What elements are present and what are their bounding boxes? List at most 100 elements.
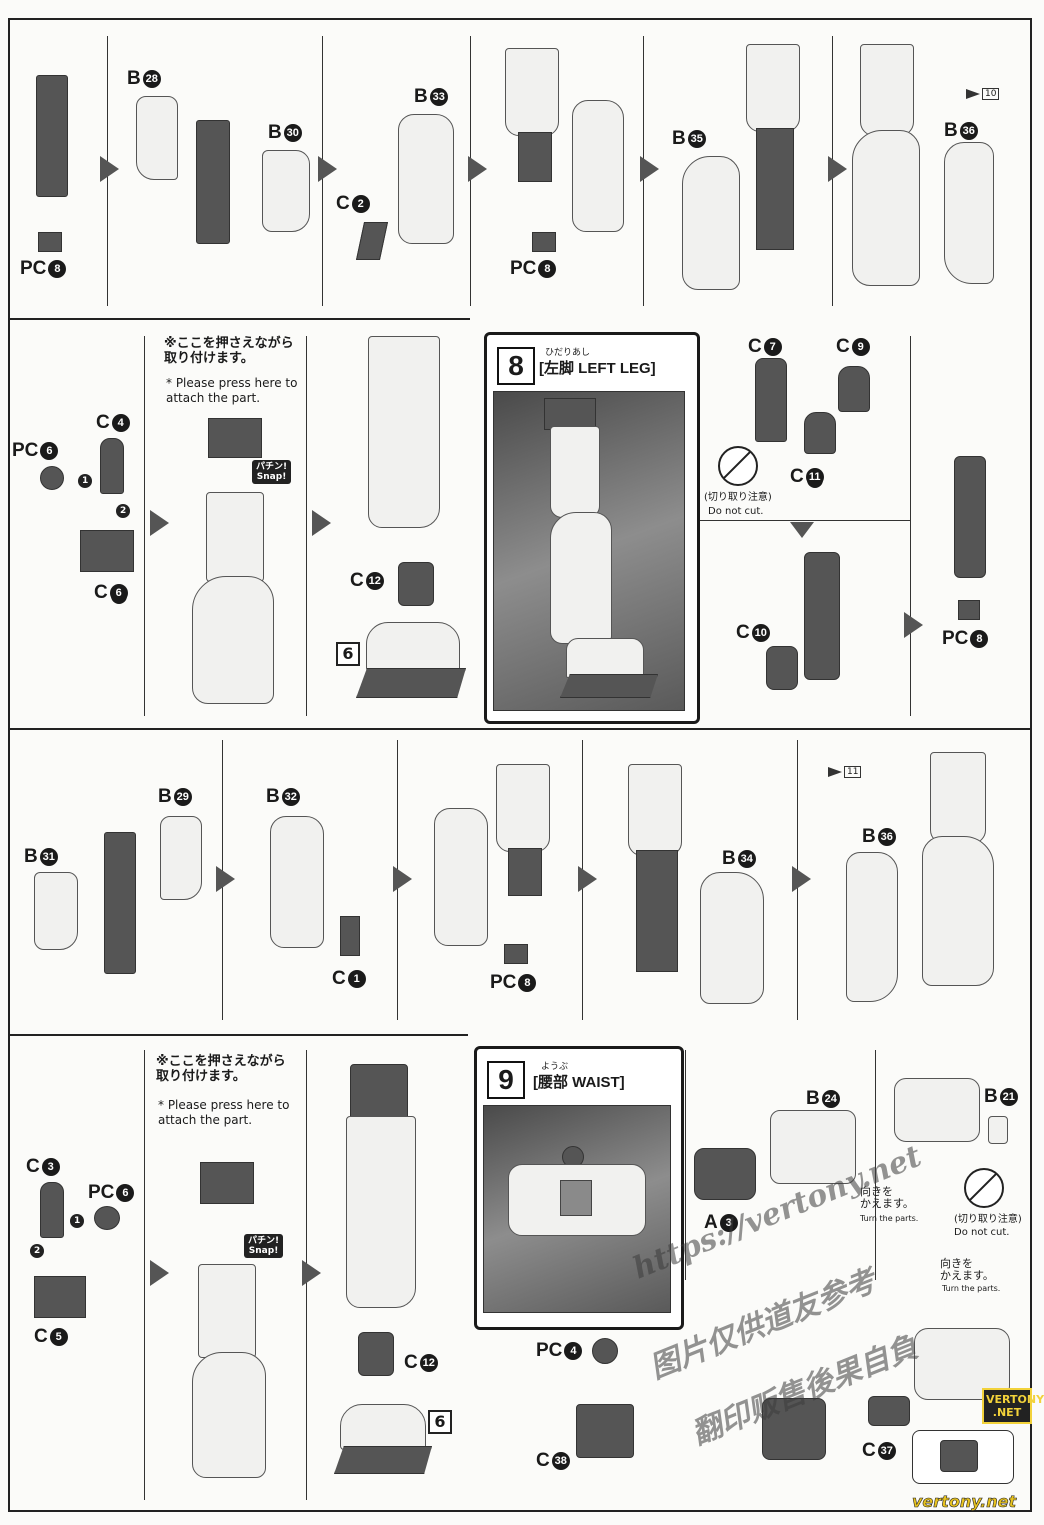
step-arrow-icon <box>216 866 235 892</box>
step-arrow-icon <box>150 1260 169 1286</box>
step-9-panel: 9 ようぶ [腰部 WAIST] <box>474 1046 684 1330</box>
no-cut-icon <box>718 446 758 486</box>
waist-side-part <box>694 1148 756 1200</box>
leg-assembled-part <box>368 336 440 528</box>
armor-part <box>136 96 178 180</box>
sep <box>910 336 911 716</box>
frame-part <box>755 358 787 442</box>
leg-preview <box>550 512 612 644</box>
small-part <box>766 646 798 690</box>
sep <box>144 1050 145 1500</box>
order-2-badge: 2 <box>30 1244 45 1258</box>
pc-part <box>38 232 62 252</box>
sep <box>306 336 307 716</box>
sep <box>144 336 145 716</box>
divider-row3 <box>8 1034 468 1036</box>
vertony-logo: VERTONY .NET <box>982 1388 1044 1424</box>
divider-row2 <box>8 728 1032 730</box>
pc-part <box>504 944 528 964</box>
step-8-panel: 8 ひだりあし [左脚 LEFT LEG] <box>484 332 700 724</box>
reference-flag: 11 <box>828 766 862 778</box>
leg-top-part <box>350 1064 408 1122</box>
snap-badge: パチン!Snap! <box>252 460 292 484</box>
step-arrow-down-icon <box>790 522 814 538</box>
step-8-preview <box>493 391 685 711</box>
divider-row1 <box>8 318 470 320</box>
inner-frame-part <box>572 100 624 232</box>
step-arrow-icon <box>578 866 597 892</box>
note-en: * Please press here to attach the part. <box>158 1098 290 1127</box>
pc-part <box>958 600 980 620</box>
box-number: 6 <box>428 1410 452 1434</box>
pc-ball-part <box>592 1338 618 1364</box>
shin-armor-part <box>846 852 898 1002</box>
leg-frame-part <box>636 850 678 972</box>
leg-assembled-part <box>192 576 274 704</box>
leg-assembled-part <box>852 130 920 286</box>
turn-note-en-2: Turn the parts. <box>942 1284 1001 1293</box>
shin-armor-part <box>944 142 994 284</box>
small-part <box>804 412 836 454</box>
leg-frame-part <box>196 120 230 244</box>
step-arrow-icon <box>792 866 811 892</box>
pc-part <box>532 232 556 252</box>
leg-assembled-part <box>922 836 994 986</box>
joint-part <box>40 1182 64 1238</box>
frame-part <box>954 456 986 578</box>
order-1-badge: 1 <box>78 474 93 488</box>
socket-part <box>80 530 134 572</box>
no-cut-icon <box>964 1168 1004 1208</box>
reference-flag: 10 <box>966 88 1000 100</box>
leg-upper-part <box>628 764 682 856</box>
socket-part <box>200 1162 254 1204</box>
foot-preview <box>566 638 644 678</box>
small-part <box>868 1396 910 1426</box>
small-part <box>340 916 360 956</box>
leg-assembled-part <box>192 1352 266 1478</box>
leg-assembled-part <box>930 752 986 844</box>
step-arrow-icon <box>640 156 659 182</box>
socket-part <box>208 418 262 458</box>
waist-frame-part <box>770 1110 856 1184</box>
step-9-ruby: ようぶ <box>541 1062 569 1072</box>
leg-assembled-part <box>198 1264 256 1358</box>
no-cut-jp: (切り取り注意) <box>704 492 772 503</box>
leg-frame-part <box>104 832 136 974</box>
turn-note-jp: 向きを かえます。 <box>860 1185 914 1210</box>
foot-sole-part <box>334 1446 432 1474</box>
step-9-title: [腰部 WAIST] <box>533 1074 625 1091</box>
note-jp: ※ここを押さえながら 取り付けます。 <box>156 1054 286 1084</box>
leg-frame-part <box>508 848 542 896</box>
socket-part <box>34 1276 86 1318</box>
pc-part <box>40 466 64 490</box>
step-arrow-icon <box>318 156 337 182</box>
leg-upper-part <box>505 48 559 136</box>
step-arrow-icon <box>312 510 331 536</box>
armor-part <box>262 150 310 232</box>
shin-armor-part <box>700 872 764 1004</box>
inner-frame-part <box>270 816 324 948</box>
sep <box>695 520 910 521</box>
flag-icon <box>828 767 842 777</box>
step-arrow-icon <box>150 510 169 536</box>
armor-part <box>34 872 78 950</box>
